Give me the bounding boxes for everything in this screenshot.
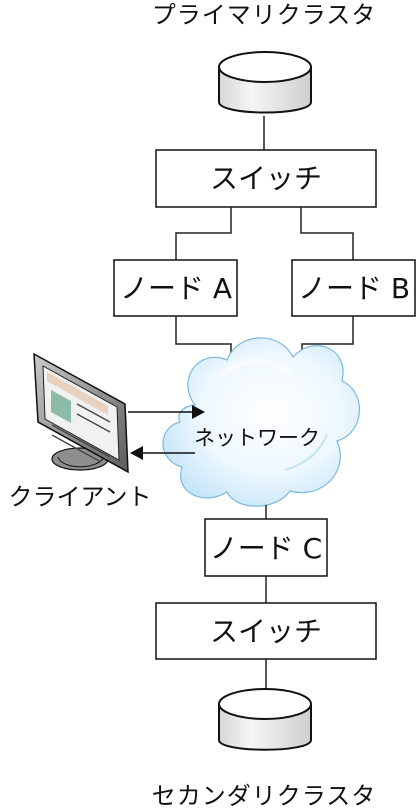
primary-cluster-icon: [218, 51, 312, 114]
switch-to-node-a-line: [175, 207, 232, 260]
network-cloud: [162, 337, 360, 507]
secondary-cluster-label: セカンダリクラスタ: [152, 782, 377, 810]
client-to-network-arrow: [128, 405, 205, 419]
network-label: ネットワーク: [194, 426, 320, 450]
top-switch-box: [155, 149, 377, 208]
switch-to-node-b-line: [300, 207, 354, 260]
node-c-label: ノード C: [210, 532, 322, 565]
client-monitor-icon: [33, 352, 129, 474]
node-a-to-network-line: [175, 316, 232, 363]
bottom-switch-box: [155, 602, 377, 660]
top-switch-label: スイッチ: [210, 162, 322, 195]
node-a-label: ノード A: [120, 272, 232, 305]
network-to-client-arrow: [130, 446, 195, 460]
client-label: クライアント: [8, 483, 151, 511]
node-a-box: [113, 259, 238, 317]
bottom-switch-label: スイッチ: [210, 615, 322, 648]
node-b-label: ノード B: [298, 272, 410, 305]
primary-cluster-label: プライマリクラスタ: [152, 1, 377, 29]
secondary-cluster-icon: [218, 688, 312, 751]
